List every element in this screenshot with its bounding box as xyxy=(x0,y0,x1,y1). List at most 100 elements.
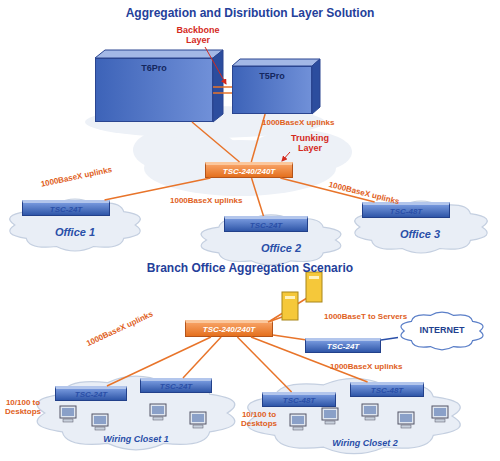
cloud-label: Office 1 xyxy=(35,226,115,238)
uplink-label: 1000BaseX uplinks xyxy=(85,309,154,348)
edge-switch: TSC-48T xyxy=(262,392,336,407)
edge-switch: TSC-24T xyxy=(224,216,308,232)
diagram-title: Aggregation and Disribution Layer Soluti… xyxy=(0,6,500,20)
device-label: T6Pro xyxy=(96,63,212,73)
desktop-pc xyxy=(290,414,306,430)
monitor xyxy=(362,404,378,416)
desktop-pc xyxy=(150,404,166,420)
uplink-line xyxy=(192,122,240,162)
cloud-shape xyxy=(10,199,141,251)
server-body xyxy=(306,272,322,302)
device-label: TSC-240/240T xyxy=(203,325,255,334)
office-cloud: Office 3TSC-48T xyxy=(350,198,492,256)
monitor xyxy=(150,404,166,416)
chassis-top xyxy=(95,50,223,58)
uplink-label: 1000BaseX uplinks xyxy=(262,118,334,127)
desktop-pc xyxy=(60,406,76,422)
monitor xyxy=(322,408,338,420)
uplink-line xyxy=(252,178,264,216)
screen xyxy=(364,406,376,414)
chassis-side xyxy=(213,50,223,122)
edge-switch: TSC-48T xyxy=(362,202,450,218)
screen xyxy=(324,410,336,418)
annotation-label: Branch Office Aggregation Scenario xyxy=(100,262,400,276)
cloud-label: INTERNET xyxy=(398,325,486,335)
aggregation-switch: TSC-240/240T xyxy=(185,320,273,337)
uplink-line xyxy=(381,337,398,339)
monitor xyxy=(432,406,448,418)
desktop-pc xyxy=(362,404,378,420)
desktop-pc xyxy=(92,414,108,430)
server-body xyxy=(282,292,298,320)
uplink-line xyxy=(107,337,211,386)
annotation-label: 10/100 to Desktops xyxy=(238,410,280,428)
device-label: TSC-48T xyxy=(371,386,403,395)
device-label: TSC-48T xyxy=(390,207,422,216)
cloud-label: Wiring Closet 1 xyxy=(86,434,186,444)
uplink-line xyxy=(251,337,368,382)
desktop-pc xyxy=(432,406,448,422)
chassis-box: T5Pro xyxy=(232,66,312,114)
cloud-shape xyxy=(201,215,341,265)
annotation-label: Trunking Layer xyxy=(284,133,336,154)
pc-base xyxy=(293,427,303,430)
edge-switch: TSC-24T xyxy=(22,200,110,216)
pc-base xyxy=(63,419,73,422)
screen xyxy=(192,414,204,422)
chassis-side xyxy=(312,59,320,114)
screen xyxy=(152,406,164,414)
annotation-label: 10/100 to Desktops xyxy=(2,398,44,416)
cloud-shape xyxy=(248,378,461,453)
pc-base xyxy=(153,417,163,420)
server-tower xyxy=(282,292,298,320)
edge-switch: TSC-24T xyxy=(305,338,381,353)
cloud-shape xyxy=(37,376,235,450)
device-label: TSC-24T xyxy=(50,205,82,214)
uplink-label: 1000BaseX uplinks xyxy=(40,165,113,189)
desktop-pc xyxy=(398,412,414,428)
cloud-label: Wiring Closet 2 xyxy=(310,438,420,448)
screen xyxy=(62,408,74,416)
uplink-label: 1000BaseX uplinks xyxy=(330,362,402,371)
pc-base xyxy=(365,417,375,420)
uplink-line xyxy=(273,335,305,340)
annotation-label: 1000BaseT to Servers xyxy=(324,312,424,321)
uplink-line xyxy=(183,337,221,378)
monitor xyxy=(92,414,108,426)
pc-base xyxy=(325,421,335,424)
monitor xyxy=(190,412,206,424)
screen xyxy=(434,408,446,416)
edge-switch: TSC-48T xyxy=(350,382,424,397)
chassis-top xyxy=(232,59,320,66)
pc-base xyxy=(95,427,105,430)
screen xyxy=(292,416,304,424)
uplink-line xyxy=(237,337,291,392)
device-label: TSC-240/240T xyxy=(223,167,275,176)
device-label: TSC-24T xyxy=(75,390,107,399)
uplink-label: 1000BaseX uplinks xyxy=(170,196,242,205)
device-label: TSC-24T xyxy=(250,221,282,230)
server-bay xyxy=(309,276,319,279)
desktop-pc xyxy=(190,412,206,428)
device-label: TSC-24T xyxy=(327,342,359,351)
office-cloud: Office 2TSC-24T xyxy=(196,212,346,268)
leader-arrow xyxy=(205,47,226,84)
cloud-shape xyxy=(355,201,487,253)
monitor xyxy=(290,414,306,426)
office-cloud: Office 1 TSC-24T xyxy=(5,196,145,254)
chassis-box: T6Pro xyxy=(95,58,213,122)
monitor xyxy=(398,412,414,424)
annotation-label: Backbone Layer xyxy=(170,25,226,46)
uplink-line xyxy=(213,87,232,93)
monitor xyxy=(60,406,76,418)
desktop-pc xyxy=(322,408,338,424)
pc-base xyxy=(193,425,203,428)
device-label: TSC-24T xyxy=(160,382,192,391)
pc-base xyxy=(435,419,445,422)
server-tower xyxy=(306,272,322,302)
